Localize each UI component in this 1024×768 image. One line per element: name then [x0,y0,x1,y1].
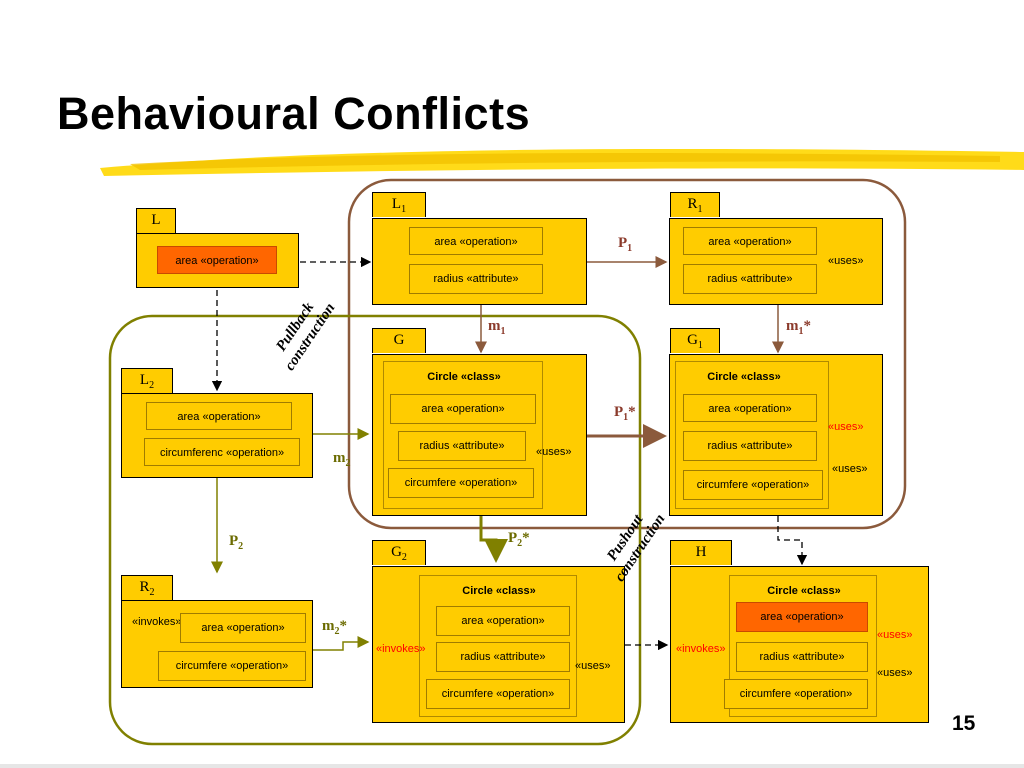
circle-class-label: Circle «class» [462,585,536,597]
circle-class-label: Circle «class» [707,371,781,383]
title-underline [100,148,1024,176]
radius-attribute-item: radius «attribute» [683,264,817,294]
package-r2: «invokes» area «operation» circumfere «o… [121,600,313,688]
circumfere-operation-item: circumfere «operation» [683,470,823,500]
package-l-tab: L [136,208,176,233]
package-g1-tab: G1 [670,328,720,353]
radius-attribute-item: radius «attribute» [736,642,868,672]
label-m1: m1 [488,318,506,337]
uses-label: «uses» [877,667,913,679]
radius-attribute-item: radius «attribute» [398,431,526,461]
label-m1-star: m1* [786,318,811,337]
circumferenc-operation-item: circumferenc «operation» [144,438,300,466]
uses-label-red: «uses» [877,629,913,641]
area-operation-item: area «operation» [683,227,817,255]
package-g2: Circle «class» area «operation» radius «… [372,566,625,723]
circle-class: Circle «class» area «operation» radius «… [724,575,877,717]
circumfere-operation-item: circumfere «operation» [426,679,570,709]
uses-label: «uses» [832,463,868,475]
label-p1: P1 [618,235,633,254]
package-g: Circle «class» area «operation» radius «… [372,354,587,516]
package-h: Circle «class» area «operation» radius «… [670,566,929,723]
invokes-label-red: «invokes» [676,643,726,655]
circumfere-operation-item: circumfere «operation» [158,651,306,681]
package-l: area «operation» [136,233,299,288]
area-operation-item: area «operation» [390,394,536,424]
radius-attribute-item: radius «attribute» [409,264,543,294]
page-title: Behavioural Conflicts [57,88,531,139]
package-h-tab: H [670,540,732,565]
pushout-region [108,314,642,746]
area-operation-item: area «operation» [180,613,306,643]
circumfere-operation-item: circumfere «operation» [724,679,868,709]
package-l2-tab: L2 [121,368,173,393]
label-m2: m2 [333,450,351,469]
package-g1: Circle «class» area «operation» radius «… [669,354,883,516]
area-operation-item: area «operation» [409,227,543,255]
area-operation-item: area «operation» [157,246,277,274]
circle-class-label: Circle «class» [767,585,841,597]
area-operation-item: area «operation» [683,394,817,422]
circle-class: Circle «class» area «operation» radius «… [675,361,829,509]
radius-attribute-item: radius «attribute» [436,642,570,672]
area-operation-item: area «operation» [736,602,868,632]
invokes-label-red: «invokes» [376,643,426,655]
package-g-tab: G [372,328,426,353]
footer-divider [0,764,1024,768]
package-l-name: L [151,212,161,228]
invokes-label: «invokes» [132,616,182,628]
radius-attribute-item: radius «attribute» [683,431,817,461]
label-p2: P2 [229,533,244,552]
uses-label: «uses» [828,255,864,267]
pullback-region [347,178,907,530]
area-operation-item: area «operation» [146,402,292,430]
uses-label-red: «uses» [828,421,864,433]
package-l1-tab: L1 [372,192,426,217]
circle-class: Circle «class» area «operation» radius «… [383,361,543,509]
label-m2-star: m2* [322,618,347,637]
uses-label: «uses» [575,660,611,672]
package-r1: area «operation» radius «attribute» «use… [669,218,883,305]
circle-class-label: Circle «class» [427,371,501,383]
circumfere-operation-item: circumfere «operation» [388,468,534,498]
package-r2-tab: R2 [121,575,173,600]
slide-number: 15 [952,712,976,735]
package-r1-tab: R1 [670,192,720,217]
label-p2-star: P2* [508,530,530,549]
circle-class: Circle «class» area «operation» radius «… [419,575,577,717]
package-l2: area «operation» circumferenc «operation… [121,393,313,478]
package-g2-tab: G2 [372,540,426,565]
uses-label: «uses» [536,446,572,458]
label-p1-star: P1* [614,404,636,423]
area-operation-item: area «operation» [436,606,570,636]
package-l1: area «operation» radius «attribute» [372,218,587,305]
